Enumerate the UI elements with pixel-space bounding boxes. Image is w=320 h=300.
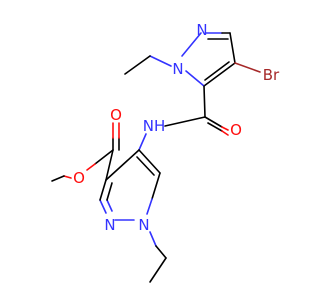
atom-label-br: Br (263, 66, 280, 84)
bond-n2-c3-lower-c (99, 179, 107, 201)
bond-c4-c5-lower-double (136, 156, 155, 176)
upper-pyrazole-ring (181, 32, 236, 87)
bond-n2-c3-lower-double-c (106, 182, 113, 201)
bond-carbonyl-o-a (204, 116, 223, 128)
bond-n2-c3-lower-double (106, 199, 113, 212)
bond-n1-ch2-lower (149, 231, 157, 247)
bond-ester-c-o-single-o (86, 163, 96, 171)
bond-c3-ester-carbon (105, 149, 114, 181)
upper-ethyl-group (124, 55, 172, 75)
bond-c4-c5-upper (203, 62, 236, 87)
bond-carbonyl-nh (164, 116, 206, 127)
bond-ch2-ch3-lower (149, 257, 167, 283)
ester-group (51, 122, 120, 182)
bond-carbonyl-o-double-b (221, 130, 229, 136)
atom-label-amide-nh: NH (143, 117, 166, 135)
bond-n1-ch2-upper (149, 55, 172, 67)
bond-n-n-upper (181, 32, 202, 57)
bond-o-ch3-c (51, 175, 65, 182)
atom-label-n2-upper: N (196, 21, 207, 39)
bond-n2-c3-lower (99, 199, 107, 214)
amide-group (164, 85, 229, 136)
bond-c3-c4-lower (105, 149, 140, 181)
bond-c4-c5-upper-double (204, 61, 230, 81)
bond-c5-n1-lower (151, 172, 161, 200)
bond-c4-br (234, 62, 261, 73)
bond-carbonyl-o-double-a (207, 122, 223, 132)
bond-o-ch3 (63, 175, 72, 179)
atom-label-ester-o-double: O (110, 106, 122, 124)
atom-label-n1-upper: N (172, 60, 183, 78)
bond-c3-c4-upper (229, 32, 236, 64)
bond-nh-c4-lower (138, 133, 147, 151)
bond-ch2-ch3-upper (124, 55, 151, 75)
atom-label-n1-lower: N (138, 216, 149, 234)
bond-c5-n1-lower-n (146, 198, 153, 215)
lower-pyrazole-ring (99, 133, 161, 221)
molecule-structure-diagram: N N Br O NH O O N N (51, 21, 280, 283)
bond-carbonyl-o-b (221, 126, 229, 131)
atom-label-amide-o: O (230, 121, 242, 139)
bond-c5-carbonyl (203, 85, 206, 118)
bond-c4-c5-lower (138, 149, 161, 174)
bond-ester-c-o-single (94, 149, 114, 165)
lower-ethyl-group (149, 231, 167, 283)
atom-label-ester-o-single: O (73, 169, 85, 187)
bond-c5-n1-upper (185, 70, 205, 87)
atom-label-n2-lower: N (104, 216, 115, 234)
bond-n1-ch2-lower-c (155, 245, 167, 259)
